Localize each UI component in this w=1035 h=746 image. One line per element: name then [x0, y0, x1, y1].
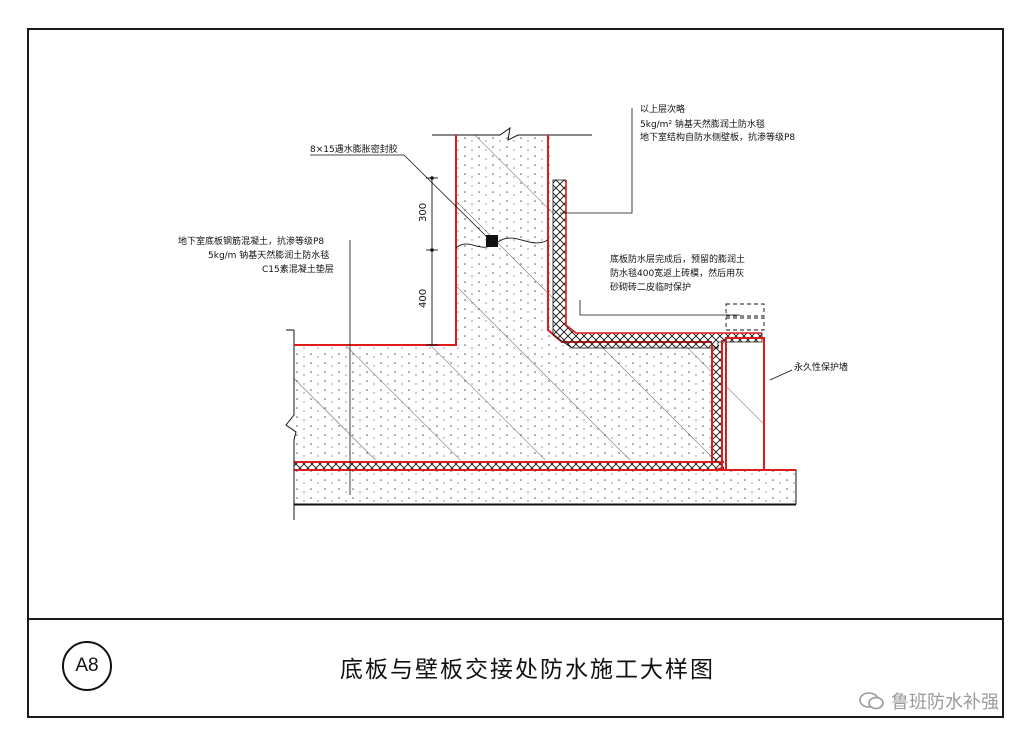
label-protection-wall: 永久性保护墙 — [794, 361, 848, 373]
bottom-waterproof-membrane — [294, 461, 796, 471]
label-side-wall: 地下室结构自防水侧壁板，抗渗等级P8 — [640, 131, 795, 143]
label-base-slab: 地下室底板钢筋混凝土，抗渗等级P8 — [178, 235, 324, 247]
drawing-title: 底板与壁板交接处防水施工大样图 — [340, 657, 715, 683]
protection-brick-wall — [725, 303, 765, 471]
title-divider — [27, 618, 1004, 620]
label-sealant: 8×15遇水膨胀密封胶 — [310, 143, 398, 155]
dimension-lines: 300 400 — [418, 176, 438, 346]
leader-lines — [310, 108, 793, 495]
label-bentonite-left: 5kg/m 钠基天然膨润土防水毯 — [208, 249, 329, 261]
watermark: 鲁班防水补强 — [859, 688, 999, 714]
c15-cushion-layer — [293, 469, 797, 506]
dim-300: 300 — [418, 203, 429, 222]
watermark-text: 鲁班防水补强 — [891, 692, 999, 713]
label-c15: C15素混凝土垫层 — [262, 263, 334, 275]
dim-400: 400 — [418, 289, 429, 308]
construction-joint-line — [455, 237, 549, 249]
label-bentonite-top: 5kg/m² 钠基天然膨润土防水毯 — [640, 118, 765, 130]
drawing-frame — [27, 28, 1004, 718]
label-note-line3: 砂砌砖二皮临时保护 — [610, 281, 691, 293]
label-note-line1: 底板防水层完成后，预留的膨润土 — [610, 253, 745, 265]
label-note-line2: 防水毯400宽返上砖模，然后用灰 — [610, 267, 744, 279]
wechat-icon — [859, 692, 884, 710]
label-upper-layers: 以上层次略 — [640, 103, 685, 115]
drawing-number-badge: A8 — [62, 641, 112, 691]
